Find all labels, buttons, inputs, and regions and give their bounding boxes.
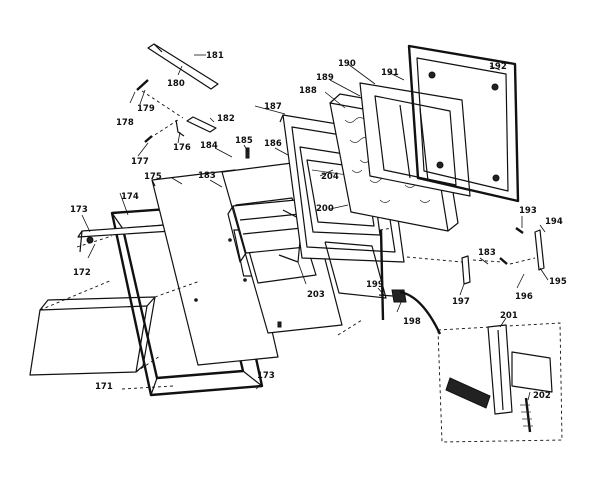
callout-174: 174 [121,192,139,202]
callout-191: 191 [381,68,399,78]
callout-189: 189 [316,73,334,83]
inset-hinge-detail [437,322,563,443]
callout-194: 194 [545,217,563,227]
callout-172: 172 [73,268,91,278]
callout-203: 203 [307,290,325,300]
leader-lines [81,54,549,401]
part-194-bracket [534,229,545,271]
callout-177: 177 [131,157,149,167]
callout-202: 202 [533,391,551,401]
callout-187: 187 [264,102,282,112]
projection-lines [39,90,536,390]
callout-188: 188 [299,86,317,96]
part-185-clip [245,147,250,159]
callout-184: 184 [200,141,218,151]
callout-201: 201 [500,311,518,321]
part-171-panel [29,296,156,376]
callout-181: 181 [206,51,224,61]
callout-196: 196 [515,292,533,302]
part-176-clip [175,119,185,137]
part-200-seal [324,241,387,299]
callout-176: 176 [173,143,191,153]
part-193-screw [515,227,524,234]
callout-178: 178 [116,118,134,128]
part-192-back-plate [407,44,520,203]
callout-labels: 181 180 179 178 182 176 177 184 185 187 … [70,51,567,401]
part-179-screw [136,79,149,91]
part-183-screw [499,257,508,265]
callout-195: 195 [549,277,567,287]
callout-183-upper: 183 [198,171,216,181]
callout-198: 198 [403,317,421,327]
part-197-hinge-bracket [461,255,471,285]
callout-192: 192 [489,62,507,72]
part-199-hinge-arm [378,229,442,335]
callout-186: 186 [264,139,282,149]
callout-182: 182 [217,114,235,124]
callout-197: 197 [452,297,470,307]
callout-179: 179 [137,104,155,114]
callout-185: 185 [235,136,253,146]
callout-173-left: 173 [70,205,88,215]
callout-171: 171 [95,382,113,392]
callout-180: 180 [167,79,185,89]
callout-190: 190 [338,59,356,69]
callout-199: 199 [366,280,384,290]
part-182-bracket [186,116,217,133]
callout-175: 175 [144,172,162,182]
callout-173-bottom: 173 [257,371,275,381]
callout-183-right: 183 [478,248,496,258]
part-180-top-bar [147,43,219,90]
callout-193: 193 [519,206,537,216]
callout-200: 200 [316,204,334,214]
callout-204: 204 [321,172,339,182]
